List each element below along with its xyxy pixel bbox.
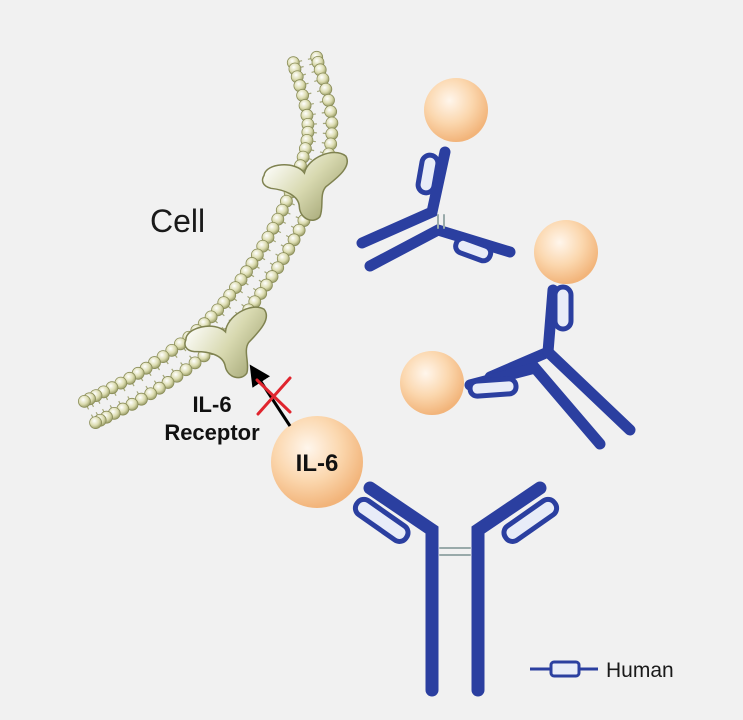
il6-antigen-right-left	[400, 351, 464, 415]
lipid-bead	[179, 363, 193, 377]
block-cross-icon	[255, 376, 292, 416]
lipid-bead	[188, 356, 202, 370]
il6-antigen-right-top	[534, 220, 598, 284]
lipid-bead	[89, 416, 102, 430]
il6-antigen-top	[424, 78, 488, 142]
cell-membrane	[78, 50, 339, 430]
cell-label: Cell	[150, 203, 205, 239]
lipid-bead	[165, 343, 179, 357]
antibody-right	[400, 220, 636, 450]
lipid-bead	[170, 369, 184, 383]
legend: Human	[530, 659, 674, 682]
human-chain-icon	[530, 660, 598, 678]
receptor-label-line2: Receptor	[164, 420, 260, 445]
lipid-bead	[325, 116, 339, 130]
receptor-label-line1: IL-6	[192, 392, 231, 417]
antibody-top	[356, 78, 516, 272]
lipid-bead	[322, 93, 335, 107]
il6-label: IL-6	[296, 450, 339, 477]
legend-human-label: Human	[606, 659, 674, 682]
receptor-lower	[184, 306, 268, 379]
lipid-bead	[324, 105, 338, 119]
il6-antigen-bound	[271, 416, 363, 508]
lipid-bead	[78, 394, 91, 408]
lipid-bead	[282, 242, 296, 256]
lipid-bead	[319, 82, 333, 96]
binding-arrow	[249, 364, 292, 427]
antibody-bottom	[271, 416, 560, 697]
receptor-upper	[261, 151, 348, 221]
lipid-bead	[276, 252, 290, 266]
